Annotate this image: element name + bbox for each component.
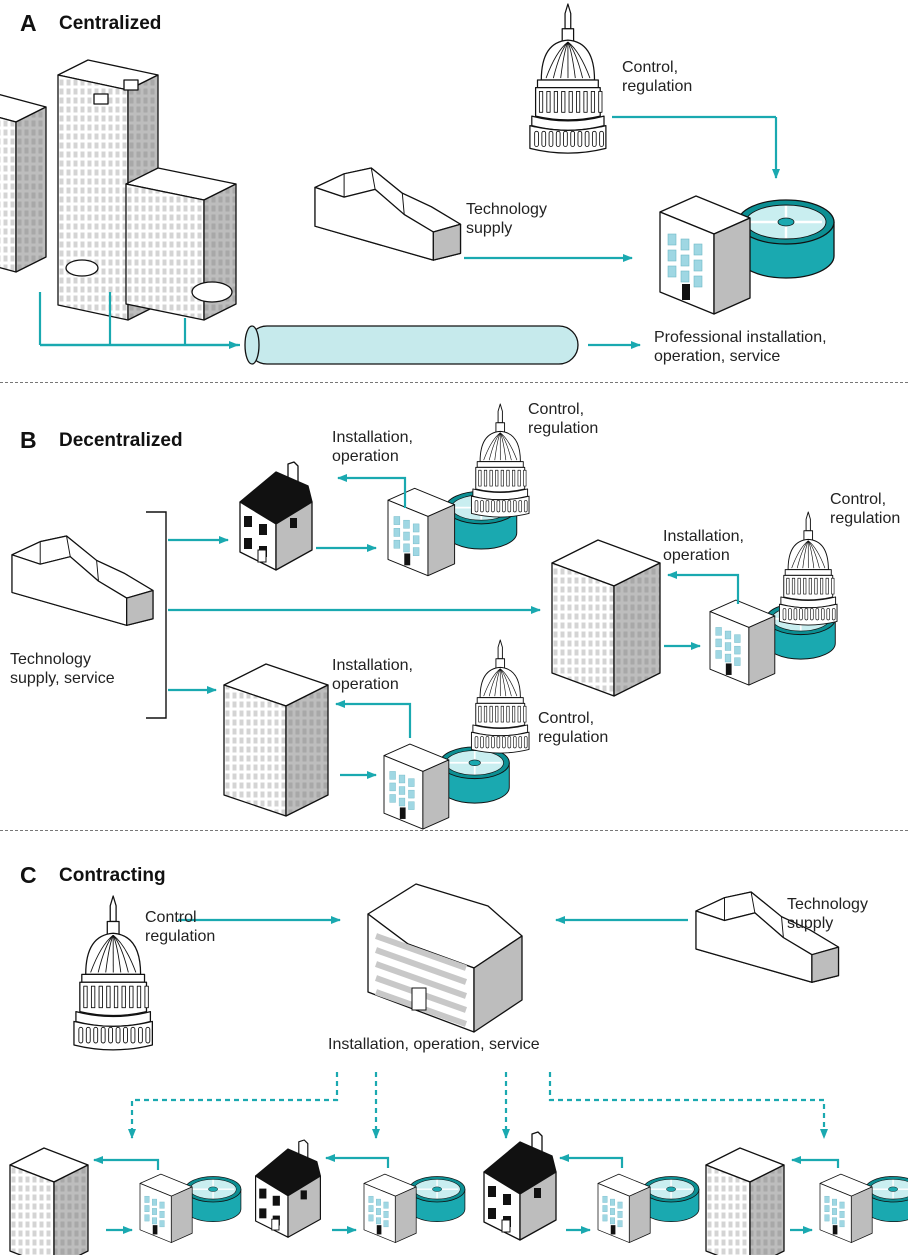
b-installation-label-3: Installation,operation xyxy=(332,657,413,693)
section-b-letter: B xyxy=(20,427,37,453)
section-c-letter: C xyxy=(20,862,37,888)
a-pipe-feeders xyxy=(38,292,240,347)
house-icon xyxy=(239,461,313,571)
house-icon xyxy=(483,1131,557,1241)
c4-install-arrow xyxy=(791,1156,840,1168)
office-tower-icon xyxy=(705,1147,785,1260)
b3-install-arrow xyxy=(335,700,412,738)
house-icon xyxy=(255,1139,321,1238)
contractor-building-icon xyxy=(367,883,523,1033)
section-b-title: Decentralized xyxy=(59,430,183,451)
section-c-title: Contracting xyxy=(59,865,166,886)
section-divider xyxy=(0,830,908,831)
factory-icon xyxy=(695,891,840,983)
a-control-label: Control,regulation xyxy=(622,59,693,95)
b1-install-arrow xyxy=(337,474,407,508)
section-a-letter: A xyxy=(20,10,37,36)
office-tower-icon xyxy=(9,1147,89,1260)
treatment-plant-icon xyxy=(363,1173,466,1243)
treatment-plant-icon xyxy=(139,1173,242,1243)
treatment-plant-icon xyxy=(659,195,835,315)
c-center-label: Installation, operation, service xyxy=(328,1036,540,1053)
capitol-dome-icon xyxy=(778,511,838,626)
c-dist-arrow-4 xyxy=(548,1072,828,1139)
b-control-label-2: Control,regulation xyxy=(830,491,901,527)
b2-install-arrow xyxy=(667,571,740,604)
factory-icon xyxy=(314,167,462,261)
capitol-dome-icon xyxy=(470,639,530,754)
treatment-plant-icon xyxy=(819,1173,908,1243)
c3-install-arrow xyxy=(559,1154,624,1168)
a-professional-label: Professional installation,operation, ser… xyxy=(654,329,827,365)
b-installation-label-1: Installation,operation xyxy=(332,429,413,465)
b-control-label-1: Control,regulation xyxy=(528,401,599,437)
b-control-label-3: Control,regulation xyxy=(538,710,609,746)
office-tower-icon xyxy=(0,94,47,273)
capitol-dome-icon xyxy=(470,403,530,518)
section-divider xyxy=(0,382,908,383)
office-tower-icon xyxy=(551,539,661,697)
capitol-dome-icon xyxy=(73,895,153,1051)
office-tower-icon xyxy=(223,663,329,817)
c1-install-arrow xyxy=(93,1156,160,1170)
c-dist-arrow-1 xyxy=(128,1072,339,1139)
section-a-title: Centralized xyxy=(59,13,162,34)
b-installation-label-2: Installation,operation xyxy=(663,528,744,564)
capitol-dome-icon xyxy=(529,3,607,154)
treatment-plant-icon xyxy=(383,743,510,830)
pipe-icon xyxy=(247,325,579,365)
treatment-plant-icon xyxy=(597,1173,700,1243)
c2-install-arrow xyxy=(325,1154,390,1168)
factory-icon xyxy=(11,535,154,626)
bracket xyxy=(146,511,167,719)
